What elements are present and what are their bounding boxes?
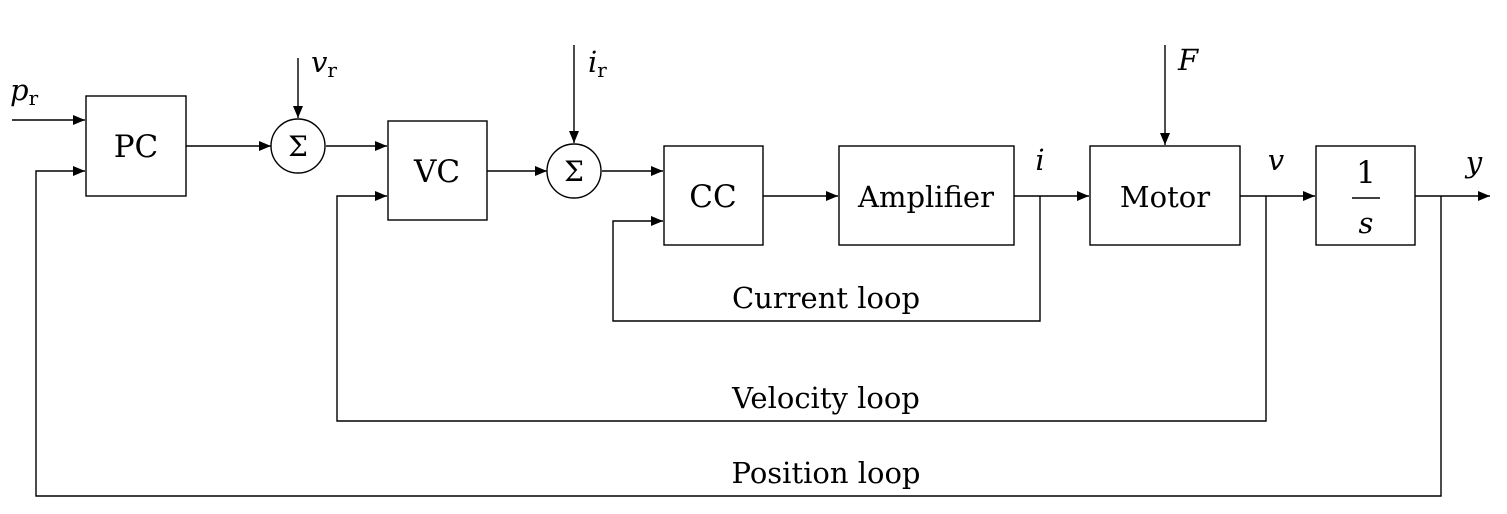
amplifier-label: Amplifier xyxy=(857,180,994,214)
position-loop-wire xyxy=(35,166,1442,497)
motor-label: Motor xyxy=(1120,180,1210,214)
summing-junction-current: Σ xyxy=(546,143,602,199)
sigma-symbol: Σ xyxy=(288,130,308,163)
integrator-block: 1 s xyxy=(1315,145,1416,246)
integrator-denominator: s xyxy=(1359,206,1374,240)
current-loop-label: Current loop xyxy=(732,281,920,315)
vc-label: VC xyxy=(413,154,460,190)
sigma-symbol: Σ xyxy=(564,155,584,188)
current-loop-wire xyxy=(612,196,1041,322)
vr-signal-label: vr xyxy=(311,45,337,82)
velocity-signal-label: v xyxy=(1268,143,1285,177)
position-loop-label: Position loop xyxy=(732,456,921,490)
vc-block: VC xyxy=(387,120,488,221)
force-signal-label: F xyxy=(1177,43,1199,77)
pr-signal-label: pr xyxy=(10,73,39,110)
output-signal-label: y xyxy=(1464,145,1483,179)
current-signal-label: i xyxy=(1035,143,1044,177)
summing-junction-velocity: Σ xyxy=(270,118,326,174)
motor-block: Motor xyxy=(1089,145,1241,246)
pc-block: PC xyxy=(85,95,187,197)
pc-label: PC xyxy=(114,129,159,165)
cc-label: CC xyxy=(689,179,736,215)
integrator-numerator: 1 xyxy=(1356,155,1376,191)
cc-block: CC xyxy=(663,145,764,246)
ir-signal-label: ir xyxy=(588,45,607,82)
velocity-loop-wire xyxy=(336,191,1267,422)
velocity-loop-label: Velocity loop xyxy=(731,381,920,415)
amplifier-block: Amplifier xyxy=(838,145,1015,246)
